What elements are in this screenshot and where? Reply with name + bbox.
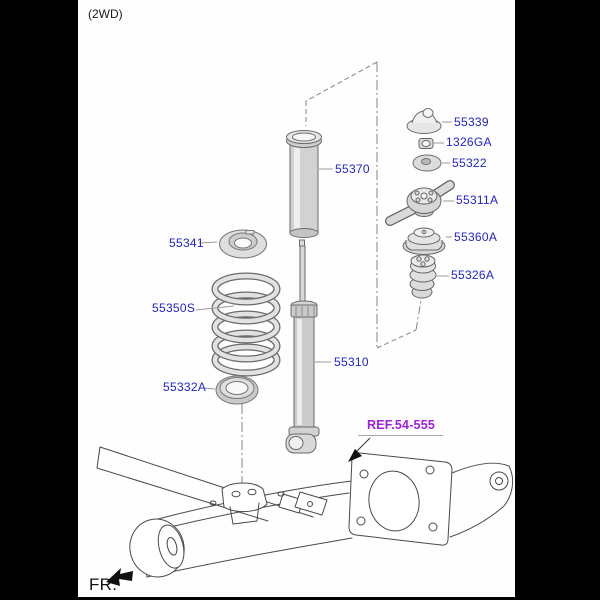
part-lower-spring-pad: [215, 375, 259, 405]
cap-nub: [422, 108, 434, 118]
bushing-core: [166, 537, 178, 556]
callout-55350S-coil-spring[interactable]: 55350S: [152, 301, 196, 315]
cap-notches: [295, 306, 315, 316]
plate-bolt-hole-3: [356, 516, 366, 526]
part-shock-absorber: [285, 239, 320, 454]
bumper-axis-dashdot: [415, 299, 422, 331]
seat-bracket: [229, 502, 260, 525]
part-shock-insulator: [385, 180, 455, 226]
callout-55332A-lower-pad[interactable]: 55332A: [163, 380, 207, 394]
construction-lines: [241, 61, 422, 491]
stabilizer-bar-bottom: [96, 446, 269, 522]
part-coil-spring: [211, 272, 281, 377]
axis-diagonal-to-bumper: [376, 329, 417, 349]
variant-label: (2WD): [88, 7, 123, 21]
stabilizer-clamp: [294, 491, 328, 516]
callout-55339-insulator-cap[interactable]: 55339: [454, 115, 489, 129]
spring-coil-4: [211, 329, 281, 363]
callout-55341-upper-pad[interactable]: 55341: [169, 236, 204, 250]
leader-lines: [195, 121, 454, 390]
stabilizer-bar-top: [99, 446, 314, 518]
insulator-arm-left-fill: [386, 205, 418, 225]
ref-arrow-line: [355, 437, 371, 453]
part-dust-cover: [286, 130, 322, 238]
fr-direction-label: FR.: [89, 575, 118, 594]
bumper-top-detail-1: [416, 256, 422, 262]
callout-55311A-shock-insulator[interactable]: 55311A: [456, 193, 499, 207]
spring-seat: [221, 482, 268, 512]
axis-diagonal-dashed: [305, 61, 378, 102]
leader-55350S: [195, 305, 235, 311]
beam-far-edge: [149, 480, 353, 522]
pad-hole: [234, 237, 252, 249]
bumper-top-detail-3: [420, 261, 426, 267]
spring-coil-3: [211, 310, 281, 344]
seat-hole-left: [231, 490, 241, 498]
part-upper-spring-pad: [219, 229, 267, 259]
insulator-detail-4: [427, 197, 433, 203]
bushing-eye: [288, 436, 304, 450]
spring-coil-5: [211, 343, 281, 377]
rod-tip: [299, 239, 305, 247]
dust-cover-bottom: [289, 228, 319, 238]
cup-center-dot: [421, 229, 427, 235]
ref-underline: [358, 435, 443, 436]
callout-55360A-insulator-cup[interactable]: 55360A: [454, 230, 498, 244]
lower-pad-hole: [225, 381, 249, 395]
ref-arrowhead: [348, 449, 362, 462]
leader-55332A: [203, 387, 216, 390]
nut-hole: [421, 140, 431, 147]
spring-coil-1: [211, 272, 281, 306]
bumper-top-detail-2: [424, 256, 430, 262]
callout-55322-washer[interactable]: 55322: [452, 156, 487, 170]
plate-center-hole: [368, 470, 420, 532]
upper-cap: [290, 304, 318, 318]
beam-bottom-edge: [146, 537, 353, 578]
callout-55326A-bumper-stopper[interactable]: 55326A: [451, 268, 495, 282]
callout-55310-shock-absorber[interactable]: 55310: [334, 355, 369, 369]
dust-cover-opening: [292, 132, 316, 142]
insulator-detail-1: [414, 190, 420, 196]
part-lock-nut: [418, 138, 434, 149]
part-washer: [412, 154, 442, 172]
piston-rod: [299, 245, 306, 305]
insulator-detail-3: [415, 197, 421, 203]
callout-1326GA-lock-nut[interactable]: 1326GA: [446, 135, 492, 149]
plate-bolt-hole-4: [428, 522, 438, 532]
seat-hole-right: [247, 488, 257, 496]
part-insulator-cap: [406, 108, 442, 134]
fr-arrow-icon: [106, 568, 133, 586]
right-bushing-core: [495, 477, 503, 485]
dust-cover-highlight: [294, 142, 300, 231]
plate-bolt-hole-1: [359, 469, 369, 479]
insulator-center: [420, 192, 428, 200]
right-bushing: [489, 471, 509, 491]
callout-55370-dust-cover[interactable]: 55370: [335, 162, 370, 176]
beam-hole-left: [209, 500, 217, 506]
part-insulator-cup: [402, 227, 446, 255]
leader-55341: [198, 241, 218, 244]
pad-notch: [245, 230, 255, 235]
ref-arrow: [348, 437, 371, 462]
plate-bolt-hole-2: [425, 465, 435, 475]
part-bumper-stopper: [409, 254, 437, 299]
rear-axle-assembly: [96, 446, 514, 578]
beam-hole-right: [277, 491, 285, 497]
shock-mount-plate: [348, 452, 453, 546]
bushing-face: [157, 524, 185, 569]
clamp-bolt: [307, 501, 313, 507]
washer-hole: [421, 158, 431, 165]
right-arm-edge: [449, 462, 514, 538]
trailing-arm-bushing: [129, 518, 185, 578]
insulator-detail-2: [428, 190, 434, 196]
stabilizer-clamp-link: [278, 493, 304, 514]
shock-body-highlight: [297, 319, 302, 425]
ref-link[interactable]: REF.54-555: [367, 418, 436, 432]
